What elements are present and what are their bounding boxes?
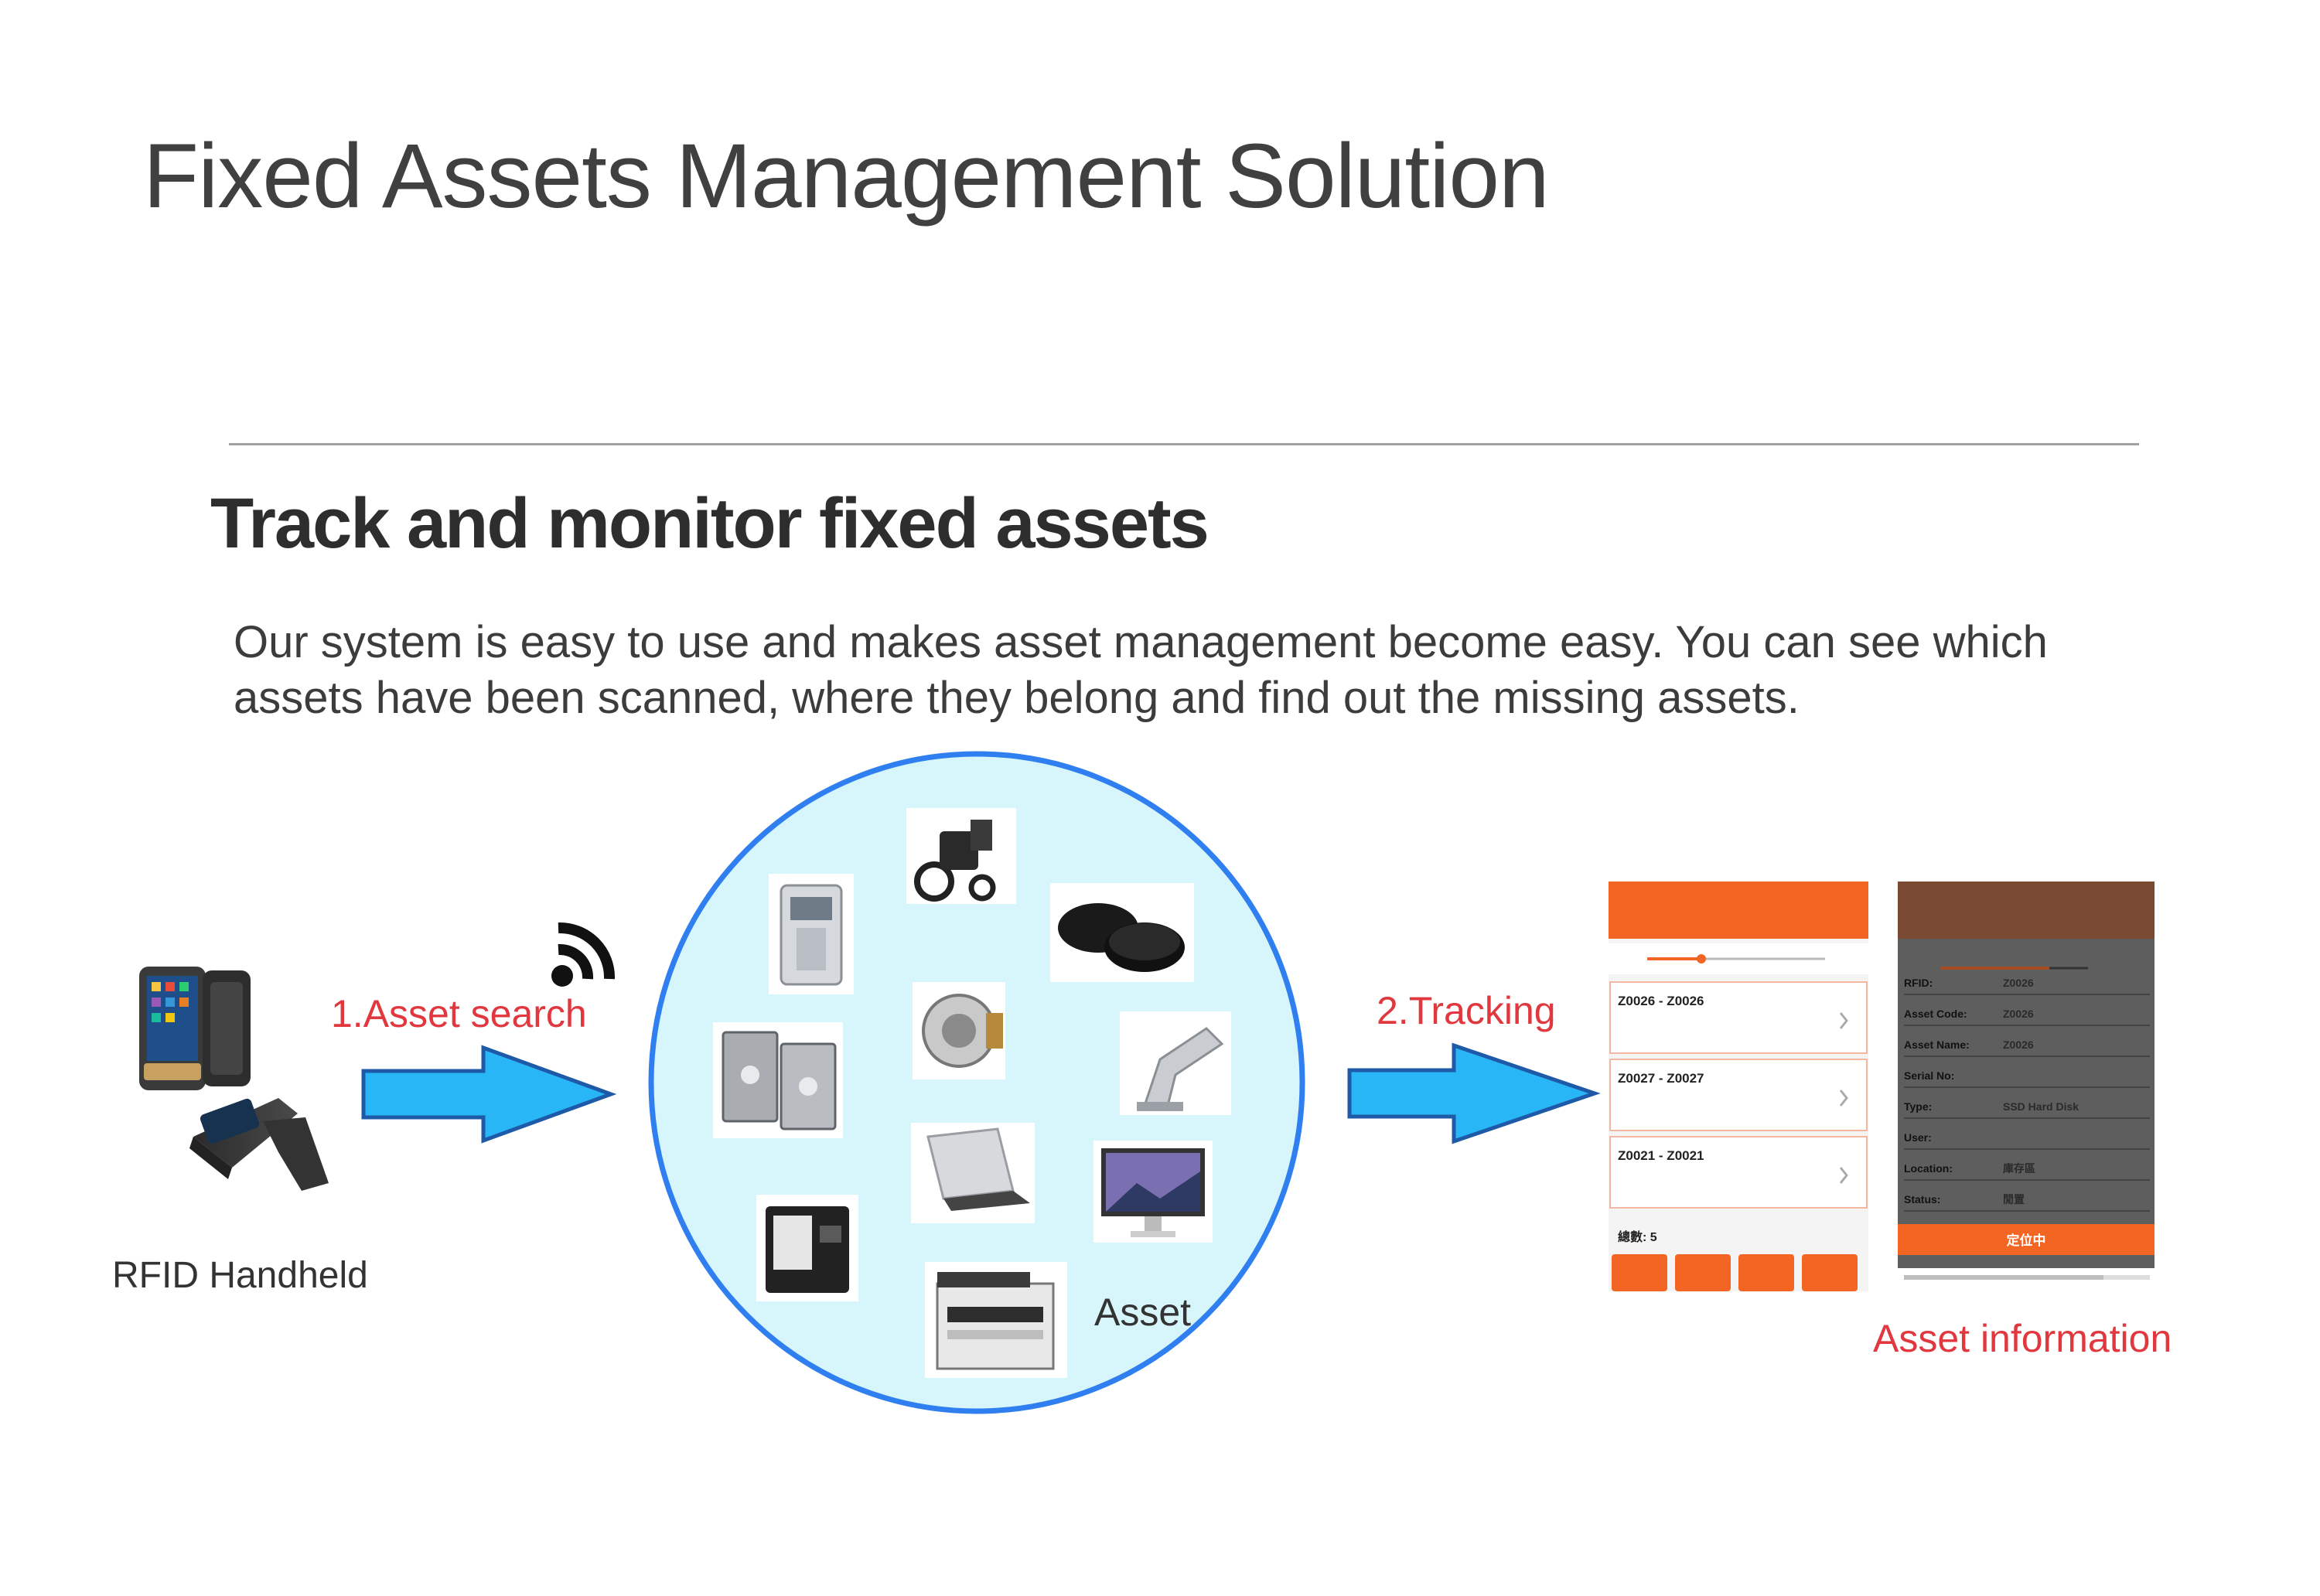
divider-line xyxy=(229,443,2139,445)
wireless-signal-icon xyxy=(551,922,616,987)
list-row: Z0027 - Z0027 xyxy=(1618,1071,1704,1086)
wheelchair-icon xyxy=(906,808,1016,904)
asset-information-label: Asset information xyxy=(1873,1317,2172,1360)
rfid-tag-icon xyxy=(1050,883,1194,982)
step1-label: 1.Asset search xyxy=(331,992,587,1035)
arrow-right-icon xyxy=(361,1045,617,1144)
slide-description: Our system is easy to use and makes asse… xyxy=(234,617,2048,723)
detail-field-value: Z0026 xyxy=(2003,977,2034,989)
slide-subtitle: Track and monitor fixed assets xyxy=(210,484,1209,563)
search-button[interactable] xyxy=(1675,1254,1731,1291)
copier-icon xyxy=(925,1262,1067,1378)
detail-field-label: Asset Name: xyxy=(1904,1038,1970,1051)
detail-field-value: SSD Hard Disk xyxy=(2003,1100,2079,1113)
robot-arm-icon xyxy=(1120,1011,1231,1115)
printer-icon xyxy=(756,1195,858,1301)
detail-field-label: Type: xyxy=(1904,1100,1932,1113)
monitor-icon xyxy=(1093,1141,1213,1243)
rfid-handheld-label: RFID Handheld xyxy=(112,1255,368,1296)
detail-field-label: Status: xyxy=(1904,1193,1940,1206)
slide-title: Fixed Assets Management Solution xyxy=(143,125,1550,227)
list-footer: 總數: 5 xyxy=(1618,1229,1657,1244)
menu-button[interactable] xyxy=(1802,1254,1858,1291)
mold-icon xyxy=(713,1022,843,1138)
medical-device-icon xyxy=(769,874,854,994)
laptop-icon xyxy=(911,1123,1035,1223)
list-row: Z0026 - Z0026 xyxy=(1618,994,1704,1008)
step2-label: 2.Tracking xyxy=(1377,989,1556,1032)
detail-field-value: Z0026 xyxy=(2003,1008,2034,1020)
detail-field-label: RFID: xyxy=(1904,977,1933,989)
rfid-handheld-icon xyxy=(139,967,329,1191)
delete-button[interactable] xyxy=(1612,1254,1667,1291)
detail-field-value: Z0026 xyxy=(2003,1038,2034,1051)
locate-button-label: 定位中 xyxy=(2007,1233,2046,1248)
alternator-icon xyxy=(913,982,1005,1079)
detail-field-value: 庫存區 xyxy=(2003,1162,2035,1175)
detail-field-label: Asset Code: xyxy=(1904,1008,1967,1020)
detail-field-label: Location: xyxy=(1904,1162,1953,1175)
locate-button[interactable] xyxy=(1898,1224,2155,1255)
confirm-button[interactable] xyxy=(1738,1254,1794,1291)
detail-field-value: 閒置 xyxy=(2003,1193,2025,1206)
arrow-right-icon xyxy=(1347,1042,1601,1144)
detail-field-label: Serial No: xyxy=(1904,1069,1954,1082)
phone-screen-list: Z0026 - Z0026 Z0027 - Z0027 Z0021 - Z002… xyxy=(1609,882,1868,1291)
asset-label: Asset xyxy=(1094,1291,1192,1334)
list-row: Z0021 - Z0021 xyxy=(1618,1148,1704,1163)
asset-thumbnails xyxy=(713,808,1231,1378)
detail-field-label: User: xyxy=(1904,1131,1932,1144)
